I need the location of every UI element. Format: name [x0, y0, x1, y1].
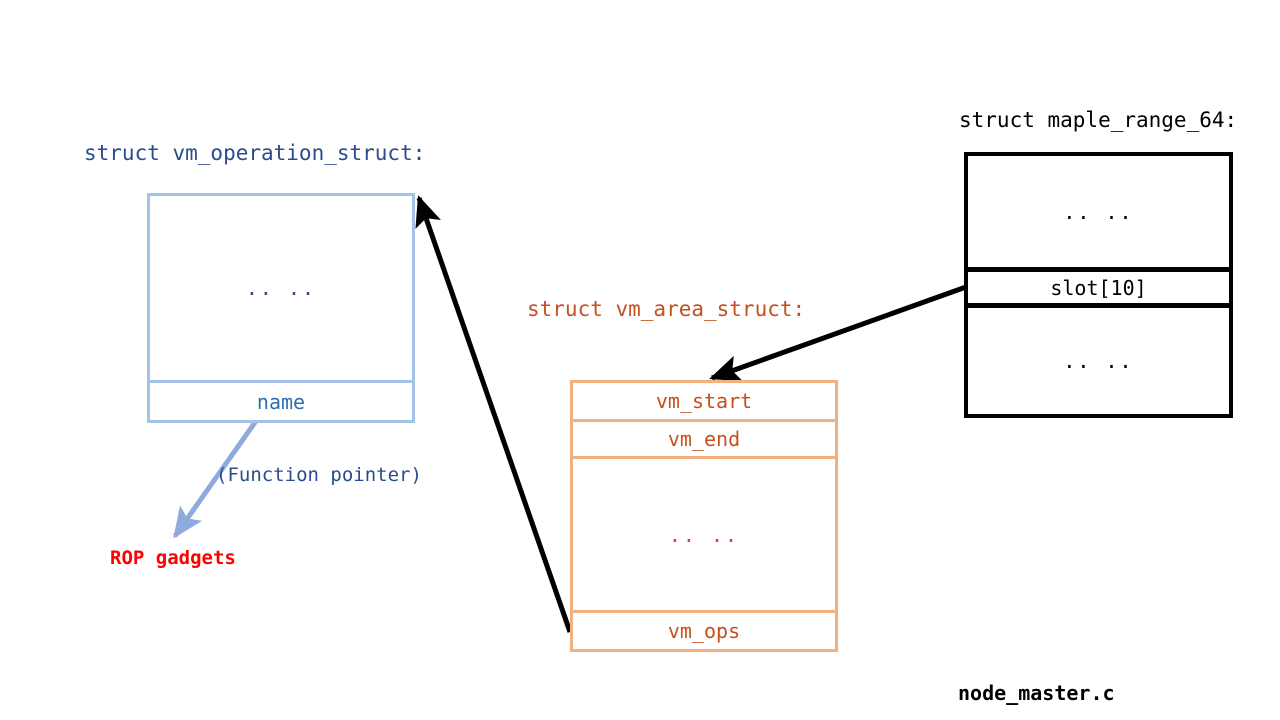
arrow-vm-ops-to-vm-operation-struct [415, 195, 573, 633]
vm-area-struct-row-vm-start[interactable]: vm_start [570, 380, 838, 422]
vm-area-struct-box: vm_start vm_end .. .. vm_ops [570, 380, 838, 652]
vm-area-struct-row-vm-ops[interactable]: vm_ops [570, 610, 838, 652]
maple-range-64-row-ellipsis-bottom: .. .. [964, 304, 1233, 418]
vm-operation-struct-name-label: name [256, 389, 306, 414]
function-pointer-annotation: (Function pointer) [216, 464, 422, 486]
maple-range-64-title: struct maple_range_64: [959, 108, 1238, 132]
vm-area-struct-row-ellipsis: .. .. [570, 456, 838, 613]
maple-range-64-row-slot10[interactable]: slot[10] [964, 268, 1233, 307]
vm-area-struct-vm-end-label: vm_end [667, 427, 741, 451]
vm-area-struct-title: struct vm_area_struct: [527, 297, 806, 321]
vm-operation-struct-box: .. .. name [147, 193, 415, 423]
maple-range-64-ellipsis-top: .. .. [1063, 199, 1134, 224]
vm-area-struct-vm-start-label: vm_start [655, 389, 753, 413]
maple-range-64-row-ellipsis-top: .. .. [964, 152, 1233, 271]
rop-gadgets-label: ROP gadgets [110, 547, 236, 569]
maple-range-64-ellipsis-bottom: .. .. [1063, 349, 1134, 373]
maple-range-64-slot10-label: slot[10] [1050, 275, 1147, 300]
vm-area-struct-vm-ops-label: vm_ops [667, 619, 741, 643]
vm-operation-struct-ellipsis: .. .. [245, 276, 317, 300]
vm-operation-struct-title: struct vm_operation_struct: [84, 141, 426, 165]
maple-range-64-box: .. .. slot[10] .. .. [964, 152, 1233, 418]
vm-area-struct-row-vm-end[interactable]: vm_end [570, 419, 838, 459]
source-file-name: node_master.c [958, 681, 1115, 705]
vm-operation-struct-name-field[interactable]: name [147, 380, 415, 423]
vm-operation-struct-body-cell: .. .. [147, 193, 415, 383]
vm-area-struct-ellipsis: .. .. [668, 522, 740, 547]
source-reference-note: node_master.c __exp_kern_exec() [958, 628, 1163, 720]
